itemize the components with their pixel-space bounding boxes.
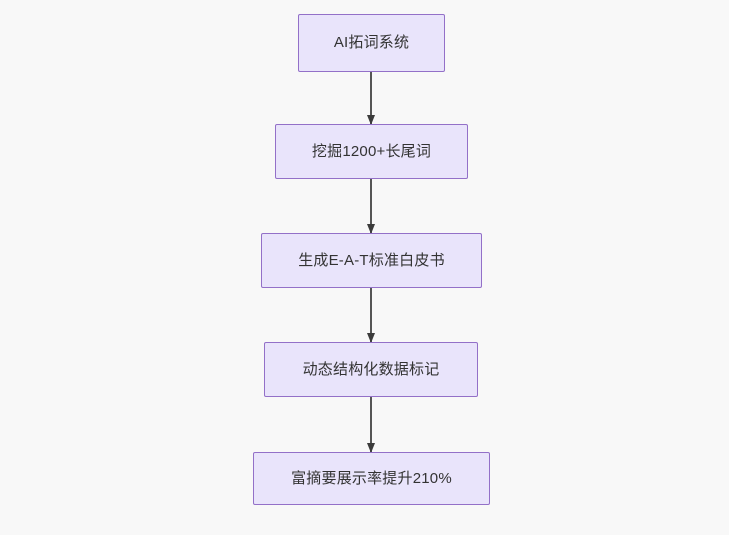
flow-node-n1[interactable]: AI拓词系统 [298,14,445,72]
flow-node-label: 富摘要展示率提升210% [291,469,452,487]
flow-node-n4[interactable]: 动态结构化数据标记 [264,342,478,397]
flow-node-n2[interactable]: 挖掘1200+长尾词 [275,124,468,179]
flow-node-n5[interactable]: 富摘要展示率提升210% [253,452,490,505]
flow-node-label: 动态结构化数据标记 [302,360,440,378]
flow-node-label: 生成E-A-T标准白皮书 [298,251,445,269]
flow-node-label: 挖掘1200+长尾词 [311,142,432,160]
flow-node-label: AI拓词系统 [333,34,410,52]
flow-node-n3[interactable]: 生成E-A-T标准白皮书 [261,233,482,288]
